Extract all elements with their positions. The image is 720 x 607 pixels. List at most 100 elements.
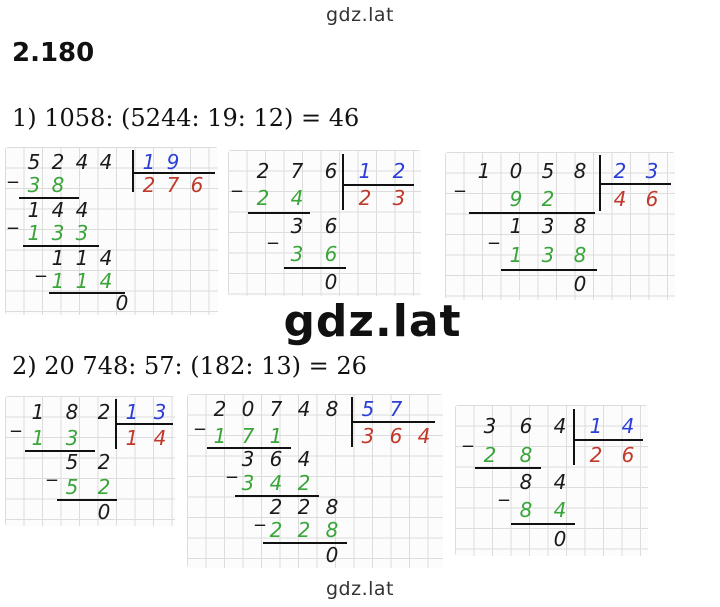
long-division-3: _ 1 0 5 8 2 3 4 6 9 2 _ 1 3 8 1 3 8 0 [445,152,675,300]
step-digit: 3 [541,214,555,238]
dividend-digit: 0 [509,159,523,183]
quotient-line [573,439,643,441]
step-digit: 5 [65,475,79,499]
divisor-separator [132,150,134,192]
remainder-digit: 0 [553,527,567,551]
step-digit: 1 [27,221,41,245]
dividend-digit: 8 [65,400,79,424]
step-digit: 1 [51,269,65,293]
dividend-digit: 2 [256,159,270,183]
quotient-digit: 4 [613,187,627,211]
step-digit: 3 [541,243,555,267]
divisor-digit: 1 [142,150,156,174]
quotient-digit: 4 [417,424,431,448]
quotient-digit: 3 [392,186,406,210]
step-digit: 1 [213,424,227,448]
quotient-line [351,421,435,423]
step-digit: 4 [553,498,567,522]
quotient-digit: 6 [190,173,204,197]
step-digit: 8 [325,495,339,519]
step-digit: 6 [269,447,283,471]
quotient-digit: 1 [125,426,139,450]
equation-2: 2) 20 748: 57: (182: 13) = 26 [12,352,367,380]
step-digit: 1 [75,269,89,293]
step-digit: 2 [483,443,497,467]
step-digit: 2 [297,495,311,519]
step-digit: 4 [51,198,65,222]
dividend-digit: 5 [27,150,41,174]
divisor-digit: 5 [361,397,375,421]
dividend-digit: 8 [573,159,587,183]
step-digit: 4 [75,198,89,222]
long-division-1: _ 5 2 4 4 1 9 2 7 6 3 8 _ 1 4 4 1 3 3 _ … [5,147,218,315]
step-digit: 1 [269,424,283,448]
quotient-digit: 6 [621,443,635,467]
watermark-bottom: gdz.lat [325,578,394,600]
remainder-digit: 0 [325,543,339,567]
divisor-digit: 3 [153,400,167,424]
step-digit: 3 [241,447,255,471]
divisor-digit: 2 [392,159,406,183]
dividend-digit: 7 [290,159,304,183]
dividend-digit: 6 [519,414,533,438]
step-digit: 1 [51,246,65,270]
long-division-4: _ 1 8 2 1 3 1 4 1 3 _ 5 2 5 2 0 [5,396,175,526]
quotient-digit: 2 [358,186,372,210]
step-digit: 3 [290,242,304,266]
step-digit: 2 [256,186,270,210]
step-digit: 3 [27,173,41,197]
step-digit: 4 [99,246,113,270]
quotient-digit: 3 [361,424,375,448]
step-digit: 1 [509,214,523,238]
long-division-2: _ 2 7 6 1 2 2 3 2 4 _ 3 6 3 6 0 [228,150,421,296]
step-digit: 2 [269,495,283,519]
step-digit: 3 [241,471,255,495]
step-digit: 2 [97,450,111,474]
step-digit: 8 [573,214,587,238]
equation-1: 1) 1058: (5244: 19: 12) = 46 [12,104,360,132]
dividend-digit: 4 [75,150,89,174]
step-digit: 2 [97,475,111,499]
dividend-digit: 0 [241,397,255,421]
step-digit: 2 [297,471,311,495]
step-digit: 8 [51,173,65,197]
step-digit: 1 [509,243,523,267]
dividend-digit: 1 [477,159,491,183]
step-digit: 3 [51,221,65,245]
quotient-line [599,183,671,185]
dividend-digit: 4 [297,397,311,421]
step-digit: 4 [269,471,283,495]
divisor-separator [342,154,344,210]
quotient-digit: 4 [153,426,167,450]
remainder-digit: 0 [97,500,111,524]
divisor-digit: 9 [166,150,180,174]
dividend-digit: 2 [213,397,227,421]
step-digit: 2 [297,518,311,542]
quotient-line [342,184,414,186]
step-digit: 4 [297,447,311,471]
divisor-digit: 1 [589,414,603,438]
long-division-5: _ 2 0 7 4 8 5 7 3 6 4 1 7 1 _ 3 6 4 3 4 … [187,394,443,568]
divisor-separator [573,409,575,465]
step-digit: 9 [509,187,523,211]
step-digit: 7 [241,424,255,448]
dividend-digit: 5 [541,159,555,183]
step-digit: 2 [541,187,555,211]
step-digit: 4 [99,269,113,293]
step-digit: 5 [65,450,79,474]
long-division-6: _ 3 6 4 1 4 2 6 2 8 _ 8 4 8 4 0 [455,405,648,556]
dividend-digit: 4 [99,150,113,174]
step-digit: 8 [519,443,533,467]
divisor-digit: 1 [125,400,139,424]
dividend-digit: 6 [324,159,338,183]
step-digit: 4 [290,186,304,210]
watermark-middle: gdz.lat [283,296,462,347]
dividend-digit: 4 [553,414,567,438]
step-digit: 1 [75,246,89,270]
step-digit: 1 [27,198,41,222]
remainder-digit: 0 [115,291,129,315]
divisor-digit: 2 [613,159,627,183]
divisor-digit: 1 [358,159,372,183]
step-digit: 4 [553,470,567,494]
step-digit: 3 [75,221,89,245]
